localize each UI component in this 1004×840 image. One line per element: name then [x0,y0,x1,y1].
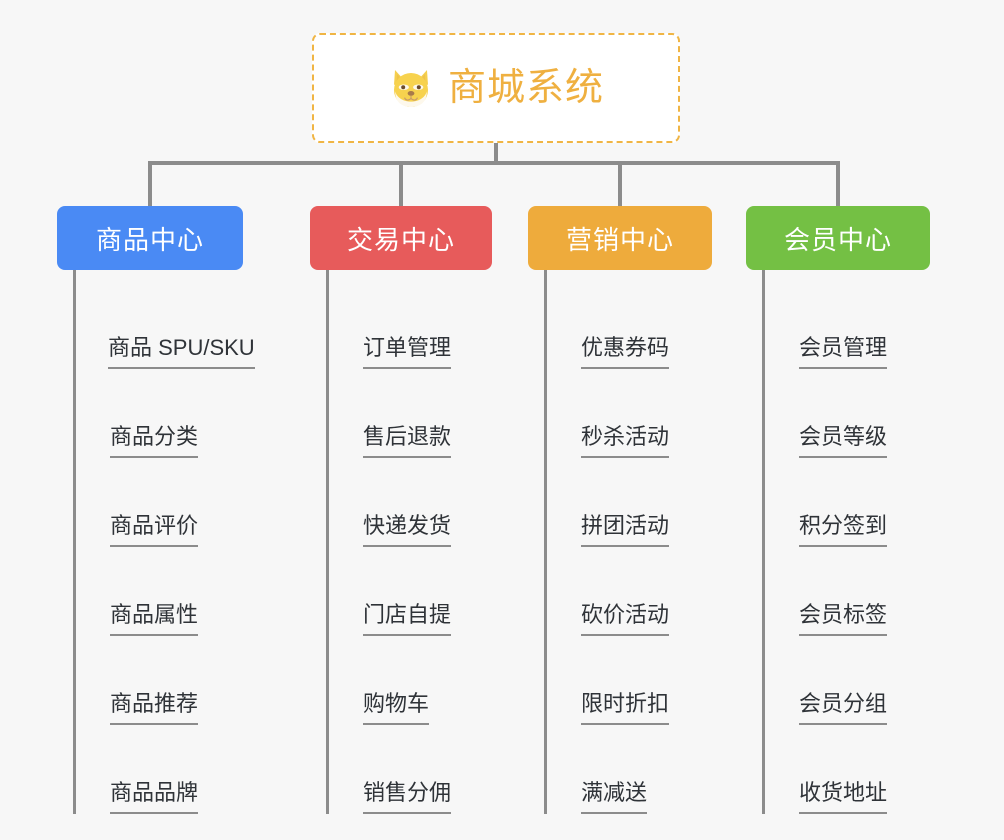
leaf-label: 订单管理 [363,335,452,369]
list-item[interactable]: 会员管理 [765,280,930,369]
list-item[interactable]: 商品 SPU/SKU [76,280,255,369]
list-item[interactable]: 商品品牌 [76,725,243,814]
leaf-list-4: 会员管理 会员等级 积分签到 会员标签 会员分组 收货地址 [762,270,930,814]
list-item[interactable]: 商品分类 [76,369,243,458]
list-item[interactable]: 拼团活动 [547,458,712,547]
leaf-label: 快递发货 [363,513,452,547]
leaf-label: 秒杀活动 [581,424,670,458]
leaf-label: 商品属性 [110,602,199,636]
leaf-label: 商品 SPU/SKU [108,335,255,369]
branch-column-1: 商品中心 商品 SPU/SKU 商品分类 商品评价 商品属性 商品推荐 商品品牌 [57,206,255,814]
connector-drop-4 [836,161,840,206]
branch-column-2: 交易中心 订单管理 售后退款 快递发货 门店自提 购物车 销售分佣 [310,206,492,814]
leaf-label: 售后退款 [363,424,452,458]
list-item[interactable]: 积分签到 [765,458,930,547]
list-item[interactable]: 商品推荐 [76,636,243,725]
leaf-label: 满减送 [581,780,648,814]
list-item[interactable]: 售后退款 [329,369,492,458]
branch-column-4: 会员中心 会员管理 会员等级 积分签到 会员标签 会员分组 收货地址 [746,206,930,814]
leaf-label: 会员标签 [799,602,888,636]
connector-drop-1 [148,161,152,206]
list-item[interactable]: 会员标签 [765,547,930,636]
leaf-list-3: 优惠券码 秒杀活动 拼团活动 砍价活动 限时折扣 满减送 [544,270,712,814]
list-item[interactable]: 会员等级 [765,369,930,458]
shiba-dog-face-icon [388,65,434,111]
category-header-2[interactable]: 交易中心 [310,206,492,270]
category-header-2-label: 交易中心 [346,224,455,255]
leaf-label: 商品评价 [110,513,199,547]
leaf-label: 优惠券码 [581,335,670,369]
leaf-label: 收货地址 [799,780,888,814]
connector-drop-2 [399,161,403,206]
list-item[interactable]: 商品属性 [76,547,243,636]
leaf-label: 限时折扣 [581,691,670,725]
list-item[interactable]: 快递发货 [329,458,492,547]
list-item[interactable]: 优惠券码 [547,280,712,369]
category-header-1[interactable]: 商品中心 [57,206,243,270]
root-node-mall-system[interactable]: 商城系统 [312,33,680,143]
list-item[interactable]: 收货地址 [765,725,930,814]
list-item[interactable]: 门店自提 [329,547,492,636]
leaf-label: 购物车 [363,691,430,725]
category-header-4-label: 会员中心 [783,224,892,255]
list-item[interactable]: 会员分组 [765,636,930,725]
category-header-3-label: 营销中心 [565,224,674,255]
connector-root-vertical [494,143,498,164]
connector-drop-3 [618,161,622,206]
list-item[interactable]: 订单管理 [329,280,492,369]
category-header-1-label: 商品中心 [95,224,204,255]
branch-column-3: 营销中心 优惠券码 秒杀活动 拼团活动 砍价活动 限时折扣 满减送 [528,206,712,814]
connector-horizontal-bus [148,161,840,165]
list-item[interactable]: 限时折扣 [547,636,712,725]
list-item[interactable]: 砍价活动 [547,547,712,636]
list-item[interactable]: 购物车 [329,636,492,725]
list-item[interactable]: 销售分佣 [329,725,492,814]
leaf-label: 商品分类 [110,424,199,458]
leaf-label: 商品品牌 [110,780,199,814]
list-item[interactable]: 满减送 [547,725,712,814]
root-node-title: 商城系统 [447,67,604,109]
category-header-3[interactable]: 营销中心 [528,206,712,270]
list-item[interactable]: 商品评价 [76,458,243,547]
leaf-label: 会员分组 [799,691,888,725]
leaf-label: 积分签到 [799,513,888,547]
list-item[interactable]: 秒杀活动 [547,369,712,458]
leaf-label: 销售分佣 [363,780,452,814]
leaf-label: 砍价活动 [581,602,670,636]
category-header-4[interactable]: 会员中心 [746,206,930,270]
leaf-list-2: 订单管理 售后退款 快递发货 门店自提 购物车 销售分佣 [326,270,492,814]
leaf-label: 商品推荐 [110,691,199,725]
leaf-label: 拼团活动 [581,513,670,547]
leaf-list-1: 商品 SPU/SKU 商品分类 商品评价 商品属性 商品推荐 商品品牌 [73,270,255,814]
leaf-label: 会员等级 [799,424,888,458]
leaf-label: 会员管理 [799,335,888,369]
leaf-label: 门店自提 [363,602,452,636]
